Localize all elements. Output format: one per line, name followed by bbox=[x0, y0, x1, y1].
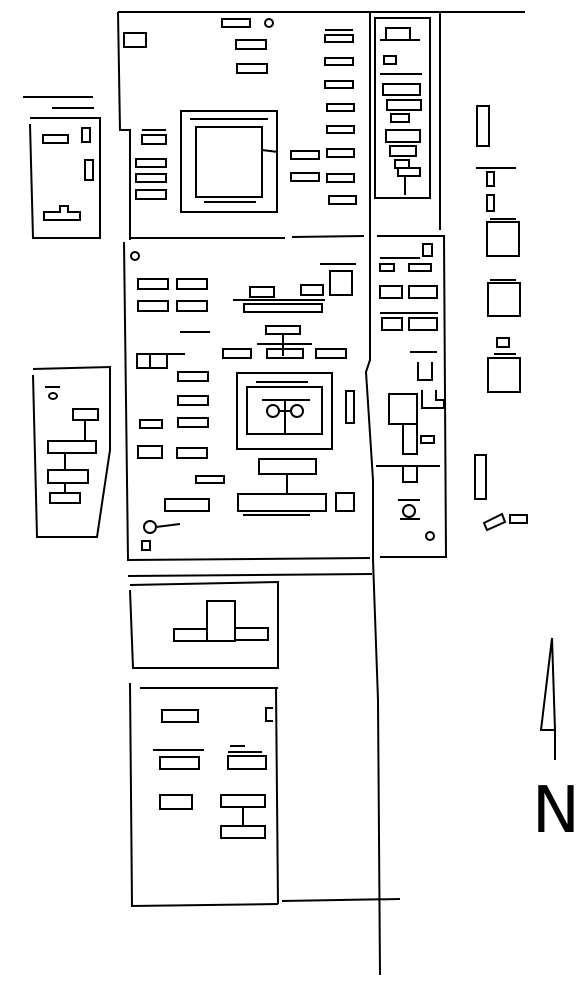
left-upper-block bbox=[23, 96, 101, 239]
left-middle-block bbox=[32, 365, 111, 538]
upper-right-compound bbox=[374, 17, 431, 199]
right-isolated-structures bbox=[474, 105, 528, 532]
central-shrine-outer bbox=[236, 372, 333, 450]
middle-right-compound bbox=[376, 235, 448, 558]
upper-courtyard bbox=[180, 110, 278, 213]
upper-enclosure bbox=[117, 11, 365, 240]
main-avenue bbox=[118, 11, 525, 976]
bottom-enclosure bbox=[129, 682, 401, 908]
north-arrow: N bbox=[532, 637, 579, 848]
lower-middle-enclosure bbox=[127, 573, 373, 669]
north-label: N bbox=[532, 774, 579, 848]
north-arrow-icon bbox=[539, 637, 557, 731]
central-enclosure bbox=[123, 241, 371, 562]
